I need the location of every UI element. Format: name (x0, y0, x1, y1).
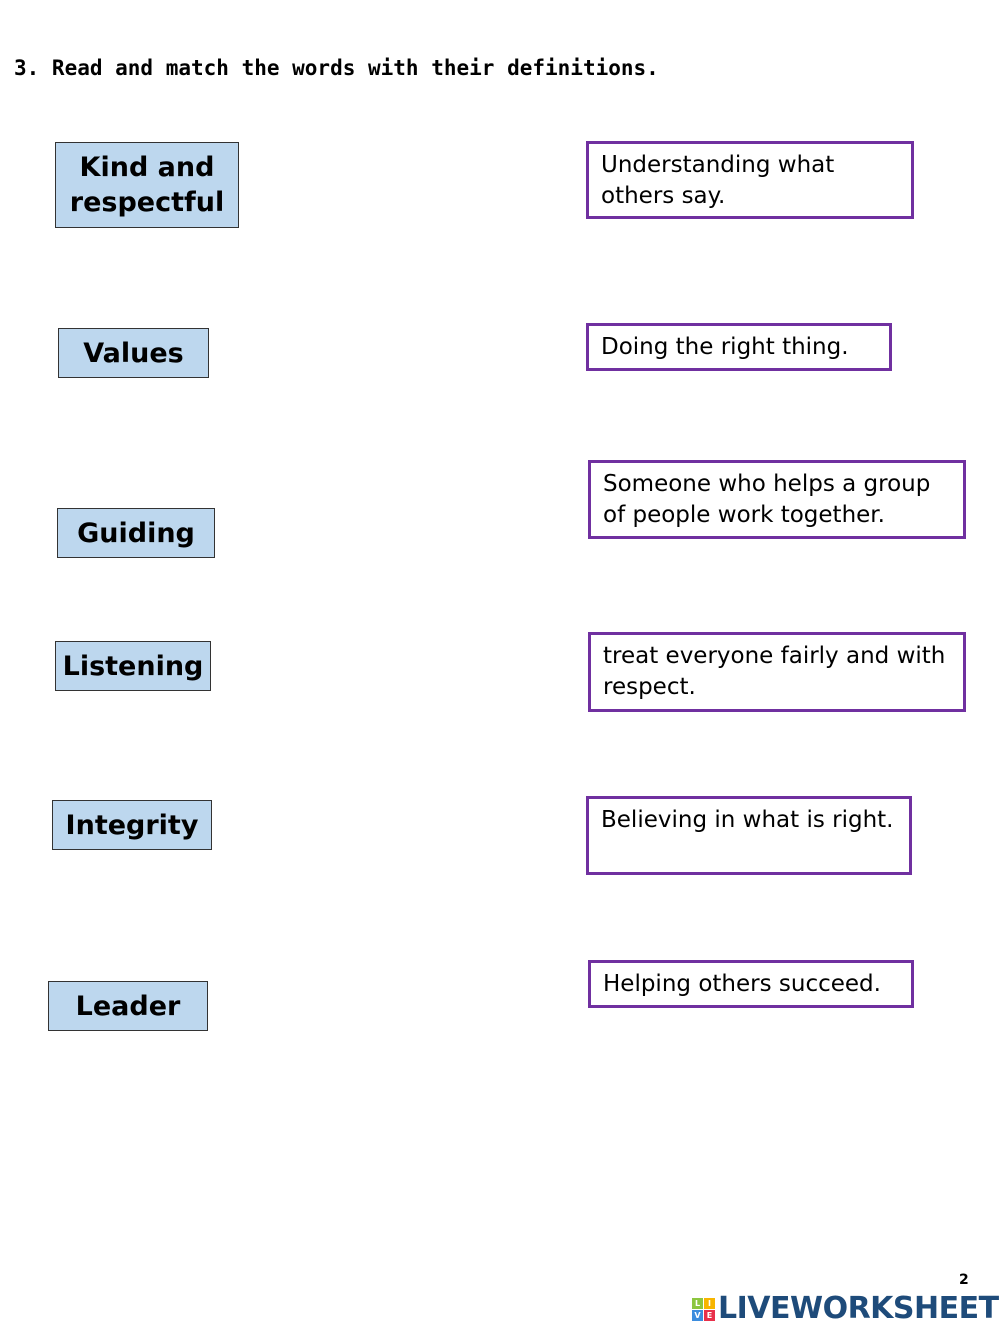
definition-box[interactable]: Believing in what is right. (586, 796, 912, 875)
definition-box[interactable]: Understanding what others say. (586, 141, 914, 219)
definition-box[interactable]: Helping others succeed. (588, 960, 914, 1008)
word-label: Integrity (65, 809, 199, 841)
page-number: 2 (959, 1272, 969, 1288)
word-box[interactable]: Guiding (57, 508, 215, 558)
word-label: Leader (75, 990, 181, 1022)
word-label: Values (83, 337, 184, 369)
definition-box[interactable]: Doing the right thing. (586, 323, 892, 371)
definition-box[interactable]: treat everyone fairly and with respect. (588, 632, 966, 712)
logo-tiles-icon: L I V E (692, 1297, 715, 1321)
word-label: Listening (62, 650, 204, 682)
word-box[interactable]: Listening (55, 641, 211, 691)
logo-tile: L (692, 1297, 703, 1309)
liveworksheets-logo: L I V E LIVEWORKSHEETS (692, 1294, 1000, 1324)
word-box[interactable]: Integrity (52, 800, 212, 850)
logo-tile: E (704, 1309, 715, 1321)
word-box[interactable]: Leader (48, 981, 208, 1031)
instruction-title: 3. Read and match the words with their d… (14, 56, 659, 80)
word-label: Kind and respectful (69, 152, 225, 218)
logo-tile: V (692, 1309, 703, 1321)
word-box[interactable]: Kind and respectful (55, 142, 239, 228)
definition-box[interactable]: Someone who helps a group of people work… (588, 460, 966, 539)
word-box[interactable]: Values (58, 328, 209, 378)
word-label: Guiding (77, 517, 195, 549)
logo-tile: I (704, 1297, 715, 1309)
logo-text: LIVEWORKSHEETS (718, 1291, 1000, 1326)
